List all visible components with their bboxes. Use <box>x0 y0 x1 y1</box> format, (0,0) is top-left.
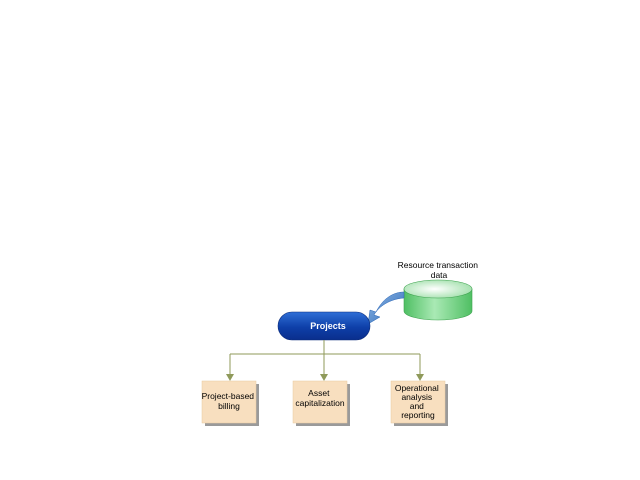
output-box-reporting: Operational analysis and reporting <box>390 380 448 426</box>
arrowhead-middle-icon <box>320 374 328 381</box>
source-label-line-2: data <box>431 270 448 280</box>
output-label-billing: Project-based billing <box>202 391 257 411</box>
output-box-capitalization: Asset capitalization <box>292 380 350 426</box>
source-label-line-1: Resource transaction <box>398 260 479 270</box>
source-label: Resource transaction data <box>398 260 481 280</box>
output-label-capitalization: Asset capitalization <box>295 388 344 408</box>
arrowhead-left-icon <box>226 374 234 381</box>
connector-lines <box>226 340 424 381</box>
arrowhead-right-icon <box>416 374 424 381</box>
output-label-reporting: Operational analysis and reporting <box>395 383 441 420</box>
output-box-billing: Project-based billing <box>202 380 259 426</box>
curved-arrow-icon <box>367 291 405 325</box>
projects-label: Projects <box>310 321 346 331</box>
resource-transaction-data-cylinder <box>403 279 473 321</box>
projects-node: Projects <box>277 311 371 341</box>
